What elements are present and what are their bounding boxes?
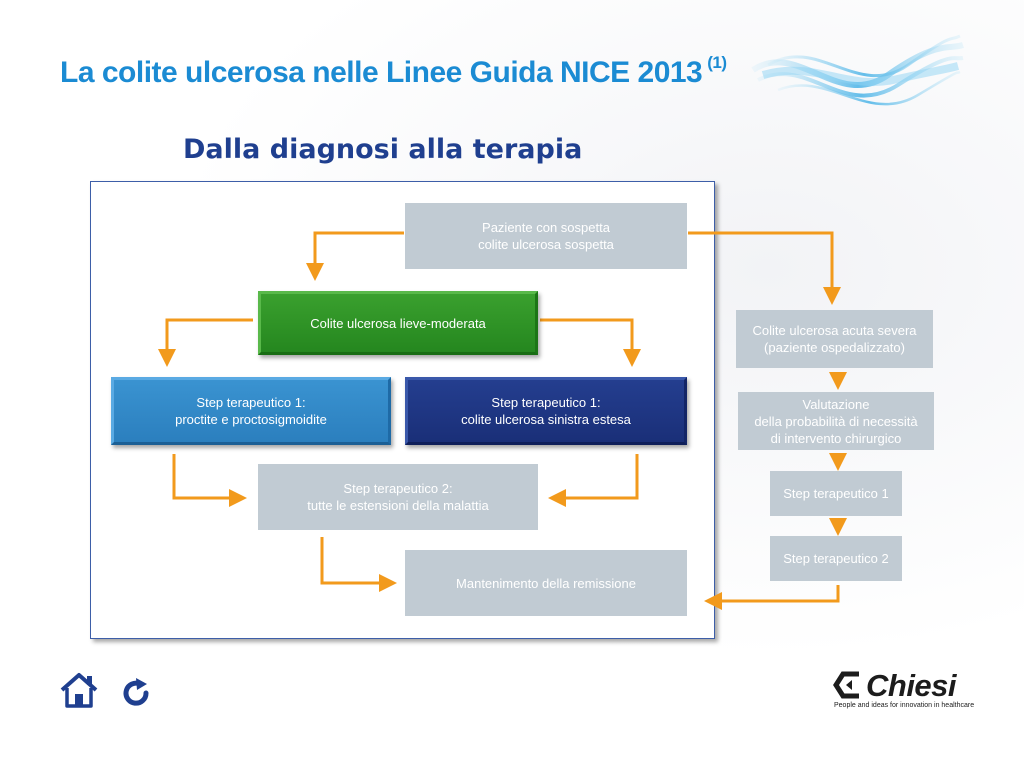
arrow-severe-step2-to-maintenance [704, 585, 840, 610]
node-severe-step2: Step terapeutico 2 [770, 536, 902, 581]
diagram-subtitle: Dalla diagnosi alla terapia [183, 134, 583, 165]
node-step1-proctitis: Step terapeutico 1: proctite e proctosig… [111, 377, 391, 445]
node-uc-mild-moderate: Colite ulcerosa lieve-moderata [258, 291, 538, 355]
chiesi-logo-icon [833, 671, 859, 699]
page-title: La colite ulcerosa nelle Linee Guida NIC… [60, 53, 727, 90]
node-maintenance-remission: Mantenimento della remissione [405, 550, 687, 616]
title-reference: (1) [707, 53, 727, 72]
node-severe-step1: Step terapeutico 1 [770, 471, 902, 516]
node-surgery-assessment: Valutazione della probabilità di necessi… [738, 392, 934, 450]
node-step2-all-extents: Step terapeutico 2: tutte le estensioni … [258, 464, 538, 530]
home-icon[interactable] [58, 670, 100, 710]
node-patient-suspected: Paziente con sospetta colite ulcerosa so… [405, 203, 687, 269]
decorative-wave [751, 34, 964, 106]
node-acute-severe: Colite ulcerosa acuta severa (paziente o… [736, 310, 933, 368]
brand-tagline: People and ideas for innovation in healt… [834, 702, 975, 709]
refresh-icon[interactable] [118, 675, 154, 711]
brand-name: Chiesi [866, 668, 957, 703]
page-title-text: La colite ulcerosa nelle Linee Guida NIC… [60, 56, 703, 89]
node-step1-left-extensive: Step terapeutico 1: colite ulcerosa sini… [405, 377, 687, 445]
